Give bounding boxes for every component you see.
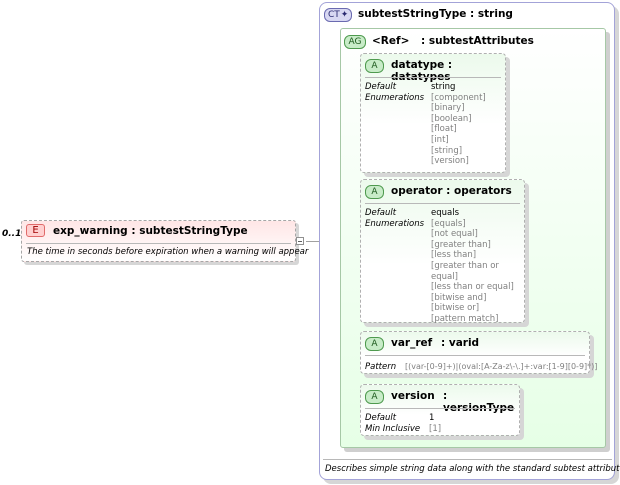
attr-version[interactable]: A version : versionType Default Min Incl… [360,384,520,436]
attr-operator-label-default: Default [365,208,397,218]
attr-operator-labels: Default Enumerations [365,208,424,229]
attr-datatype-default: string [431,82,456,92]
complex-type-tag-icon: CT✦ [324,8,353,22]
attr-version-label-default: Default [365,413,397,423]
enum-value: [binary] [431,103,465,114]
attr-datatype-label-default: Default [365,82,397,92]
enum-value: [less than or equal] [431,282,514,293]
element-cardinality: 0..1 [2,229,22,239]
attr-varref[interactable]: A var_ref : varid Pattern [(var-[0-9]+)|… [360,331,597,374]
attr-version-divider [365,408,515,409]
attr-operator-tag-icon: A [365,185,384,199]
complex-type-divider [323,459,612,460]
connector-element-to-group [306,241,322,242]
enum-value: [bitwise and] [431,292,487,303]
enum-value: [not equal] [431,229,478,240]
attr-version-default: 1 [429,413,435,423]
enum-value: [equals] [431,218,466,229]
enum-value: [pattern match] [431,313,499,324]
attr-datatype[interactable]: A datatype : datatypes Default Enumerati… [360,53,506,173]
attr-version-tag-icon: A [365,390,384,404]
attr-datatype-tag-icon: A [365,59,384,73]
enum-value: [less than] [431,250,477,261]
attr-version-values: 1 [1] [429,413,441,434]
element-title: exp_warning : subtestStringType [53,225,248,237]
attr-version-name: version [391,390,435,402]
enum-value: [boolean] [431,113,472,124]
enum-value: [string] [431,145,463,156]
attribute-group-tag-icon: AG [344,35,366,49]
attribute-group-name: : subtestAttributes [421,35,534,47]
attr-varref-pattern: [(var-[0-9]+)|(oval:[A-Za-z\-\.]+:var:[1… [405,362,598,371]
element-tag-icon: E [26,224,45,237]
element-divider [26,243,291,244]
attr-varref-label-pattern: Pattern [365,362,397,372]
attr-varref-name: var_ref [391,337,433,349]
complex-type-documentation: Describes simple string data along with … [325,464,620,474]
enum-value: [float] [431,124,457,135]
sequence-expand-icon[interactable] [296,237,304,245]
attr-version-type: : versionType [443,390,515,414]
attr-version-min-inclusive: [1] [429,423,442,434]
attr-datatype-values: string [component] [binary] [boolean] [f… [431,82,486,167]
attr-operator-default: equals [431,208,460,218]
enum-value: [greater than] [431,239,491,250]
complex-type-title: subtestStringType : string [358,8,513,20]
attr-datatype-label-enumerations: Enumerations [365,92,425,103]
attr-operator-divider [365,203,520,204]
attr-varref-tag-icon: A [365,337,384,351]
attr-varref-divider [365,355,585,356]
attr-datatype-divider [365,77,501,78]
attr-version-label-min-inclusive: Min Inclusive [365,423,421,434]
enum-value: [component] [431,92,486,103]
attr-operator-values: equals [equals] [not equal] [greater tha… [431,208,524,325]
enum-value: [greater than or equal] [431,260,499,282]
enum-value: [version] [431,156,469,167]
attr-operator-label-enumerations: Enumerations [365,218,425,229]
element-documentation: The time in seconds before expiration wh… [27,247,309,257]
attr-operator[interactable]: A operator : operators Default Enumerati… [360,179,525,325]
element-box[interactable]: E exp_warning : subtestStringType The ti… [21,220,308,262]
attr-datatype-title: datatype : datatypes [391,59,453,83]
attr-operator-title: operator : operators [391,185,512,197]
enum-value: [bitwise or] [431,303,480,314]
enum-value: [int] [431,134,449,145]
attr-varref-type: : varid [441,337,480,349]
attr-datatype-labels: Default Enumerations [365,82,424,103]
attr-version-labels: Default Min Inclusive [365,413,420,434]
attribute-group-ref: <Ref> [372,35,410,47]
